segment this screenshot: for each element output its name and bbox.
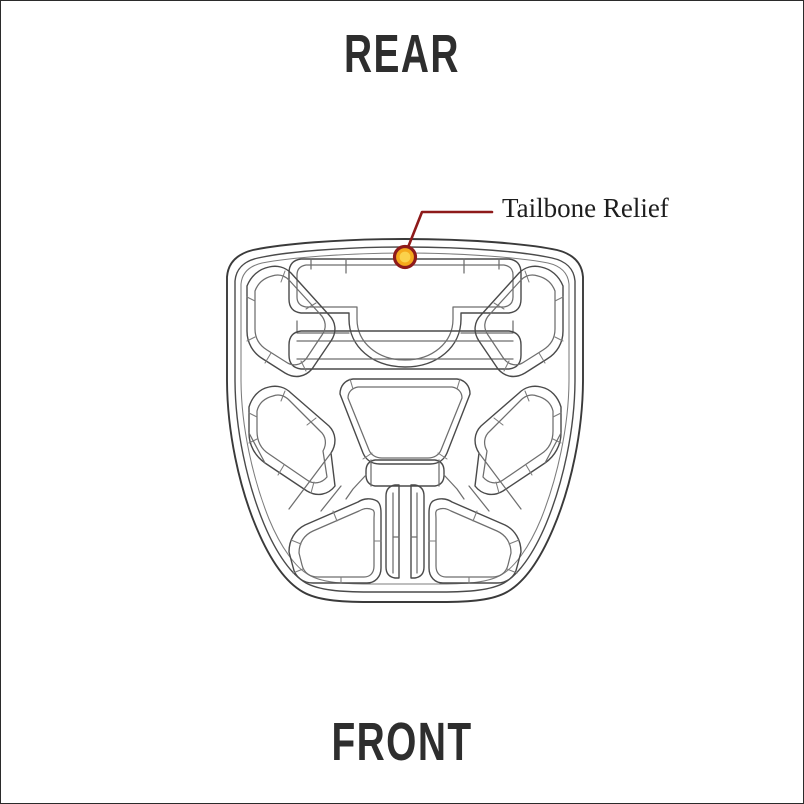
center-split-channel <box>385 484 425 579</box>
cell-rear-right-wing <box>474 265 564 378</box>
diagonal-struts <box>248 432 562 512</box>
label-rear: REAR <box>344 24 460 84</box>
cell-front-left-lobe <box>288 498 382 584</box>
cell-rear-left-wing <box>246 265 336 378</box>
cell-mid-left <box>248 385 336 496</box>
cell-rear-center-upper <box>288 258 522 370</box>
cell-center-trapezoid <box>339 378 471 487</box>
label-front: FRONT <box>331 712 473 772</box>
cell-mid-right <box>474 385 562 496</box>
pad-outer-shell <box>226 238 584 603</box>
callout-leader-tailbone-relief <box>392 210 494 270</box>
callout-label-tailbone-relief: Tailbone Relief <box>502 193 669 223</box>
cell-front-right-lobe <box>428 498 522 584</box>
